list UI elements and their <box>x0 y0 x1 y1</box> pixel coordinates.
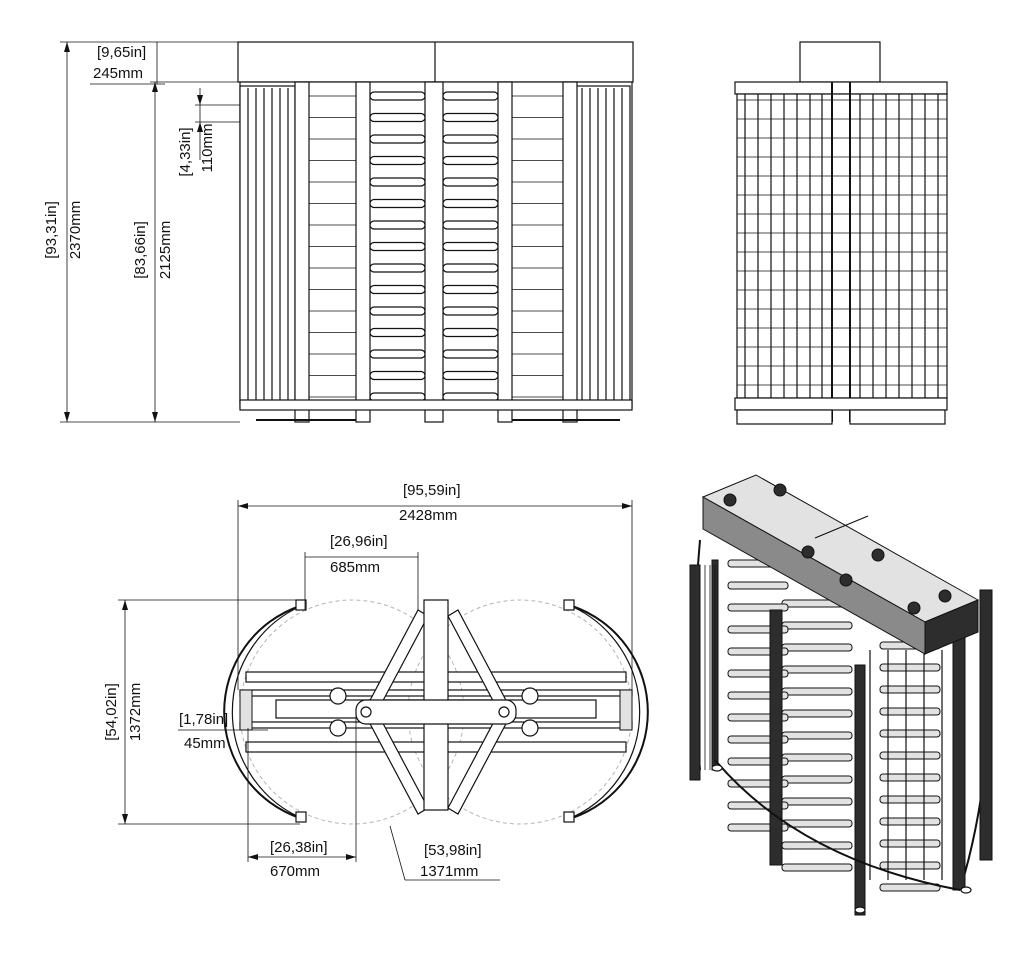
iso-arm-right <box>879 729 941 738</box>
front-arm-right <box>442 177 499 187</box>
iso-arm-front <box>781 709 853 718</box>
front-right-fence <box>574 85 631 403</box>
arm-spacing-imperial: [4,33in] <box>177 127 194 176</box>
top-view: [95,59in] 2428mm [26,96in] 685mm [54,02i… <box>103 482 649 881</box>
iso-arm-right <box>879 751 941 760</box>
front-arm-left <box>369 306 426 316</box>
front-arm-left <box>369 220 426 230</box>
front-arm-right <box>442 198 499 209</box>
iso-arm-front <box>781 665 853 674</box>
iso-arm-right <box>879 817 941 826</box>
passage-width-imperial: [26,38in] <box>270 839 328 856</box>
front-arm-right <box>442 370 499 381</box>
front-arm-left <box>369 177 426 187</box>
iso-arm-front <box>781 841 853 850</box>
front-arm-right <box>442 241 499 252</box>
side-grid <box>737 94 947 398</box>
front-dimensions <box>60 41 240 423</box>
overall-width-imperial: [95,59in] <box>403 482 461 499</box>
front-arm-left <box>369 284 426 295</box>
front-arm-left <box>369 198 426 209</box>
top-right-fence-arc <box>571 605 649 819</box>
iso-arm-front <box>781 863 853 872</box>
isometric-view <box>689 474 993 916</box>
front-arm-right <box>442 327 499 338</box>
iso-arm-right <box>879 707 941 716</box>
iso-arm-right <box>879 839 941 848</box>
front-arm-right <box>442 306 499 316</box>
iso-arm-front <box>781 797 853 806</box>
iso-arm-right <box>879 663 941 672</box>
front-arm-right <box>442 284 499 295</box>
front-view: [93,31in] 2370mm [83,66in] 2125mm [9,65i… <box>43 41 634 423</box>
iso-arm-right <box>879 685 941 694</box>
front-arm-left <box>369 91 426 101</box>
front-rotor-arms <box>309 91 563 402</box>
top-left-fence-arc <box>223 605 301 819</box>
top-rotor <box>355 599 517 815</box>
iso-arm-front <box>781 753 853 762</box>
top-dimensions <box>118 500 633 881</box>
front-arm-left <box>369 263 426 273</box>
front-arm-right <box>442 112 499 123</box>
rotor-radius-imperial: [26,96in] <box>330 533 388 550</box>
side-canopy <box>799 41 881 83</box>
front-left-fence <box>239 85 296 403</box>
top-cap-metric: 245mm <box>93 65 143 82</box>
front-arm-left <box>369 112 426 123</box>
front-arm-left <box>369 155 426 166</box>
front-arm-left <box>369 327 426 338</box>
front-arm-right <box>442 91 499 101</box>
rotor-diameter-imperial: [53,98in] <box>424 842 482 859</box>
iso-arm-front <box>781 819 853 828</box>
iso-arm-front <box>781 731 853 740</box>
overall-height-imperial: [93,31in] <box>43 201 60 259</box>
overall-depth-metric: 1372mm <box>127 683 144 741</box>
iso-arm-front <box>781 643 853 652</box>
front-arm-right <box>442 155 499 166</box>
front-rotor-shaft <box>424 81 444 423</box>
top-cap-imperial: [9,65in] <box>97 44 146 61</box>
iso-arm-front <box>781 621 853 630</box>
iso-arm-right <box>879 773 941 782</box>
front-arm-right <box>442 263 499 273</box>
iso-arm-right <box>879 883 941 892</box>
iso-arm-left <box>727 603 789 612</box>
arm-spacing-metric: 110mm <box>199 124 216 173</box>
iso-arm-front <box>781 687 853 696</box>
front-arm-right <box>442 134 499 144</box>
overall-width-metric: 2428mm <box>399 507 457 524</box>
rotor-diameter-metric: 1371mm <box>420 863 478 880</box>
front-arm-right <box>442 349 499 359</box>
passage-width-metric: 670mm <box>270 863 320 880</box>
iso-canopy <box>701 474 980 655</box>
front-arm-right <box>442 220 499 230</box>
side-view <box>734 41 948 425</box>
iso-arm-front <box>781 775 853 784</box>
front-arm-left <box>369 241 426 252</box>
overall-depth-imperial: [54,02in] <box>103 683 120 741</box>
iso-arm-right <box>879 861 941 870</box>
overall-height-metric: 2370mm <box>67 201 84 259</box>
post-offset-metric: 45mm <box>184 735 226 752</box>
front-arm-left <box>369 134 426 144</box>
frame-height-imperial: [83,66in] <box>132 221 149 279</box>
rotor-radius-metric: 685mm <box>330 559 380 576</box>
post-offset-imperial: [1,78in] <box>179 711 228 728</box>
iso-arm-left <box>727 581 789 590</box>
front-arm-left <box>369 349 426 359</box>
front-arm-left <box>369 370 426 381</box>
iso-arm-right <box>879 795 941 804</box>
frame-height-metric: 2125mm <box>157 221 174 279</box>
